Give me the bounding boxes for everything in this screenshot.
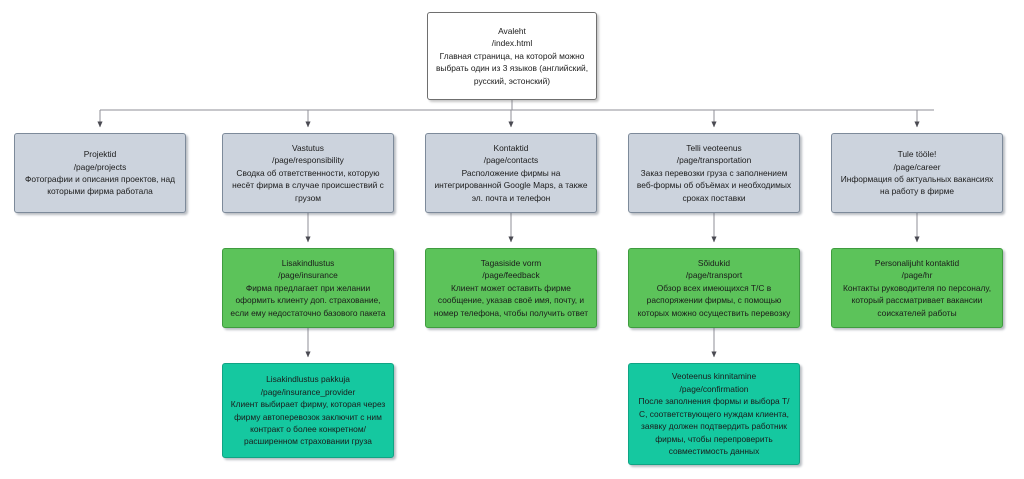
node-description: Фотографии и описания проектов, над кото… xyxy=(24,174,175,197)
node-title: Telli veoteenus xyxy=(686,142,742,153)
node-lisakindlustus[interactable]: Lisakindlustus /page/insurance Фирма пре… xyxy=(222,248,394,328)
node-personalijuht-kontaktid[interactable]: Personalijuht kontaktid /page/hr Контакт… xyxy=(831,248,1003,328)
node-path: /page/projects xyxy=(73,161,127,172)
node-title: Lisakindlustus pakkuja xyxy=(266,374,350,385)
node-title: Personalijuht kontaktid xyxy=(874,257,960,268)
node-description: Главная страница, на которой можно выбра… xyxy=(435,50,589,86)
node-tagasiside-vorm[interactable]: Tagasiside vorm /page/feedback Клиент мо… xyxy=(425,248,597,328)
node-title: Avaleht xyxy=(498,25,526,36)
node-soidukid[interactable]: Sõidukid /page/transport Обзор всех имею… xyxy=(628,248,800,328)
node-path: /page/hr xyxy=(901,270,933,281)
node-description: Клиент может оставить фирме сообщение, у… xyxy=(433,282,589,318)
node-description: Фирма предлагает при желании оформить кл… xyxy=(230,282,386,318)
node-path: /page/insurance xyxy=(278,270,338,281)
node-kontaktid[interactable]: Kontaktid /page/contacts Расположение фи… xyxy=(425,133,597,213)
node-title: Vastutus xyxy=(292,142,324,153)
node-projektid[interactable]: Projektid /page/projects Фотографии и оп… xyxy=(14,133,186,213)
node-description: Обзор всех имеющихся Т/С в распоряжении … xyxy=(637,282,791,318)
node-path: /page/confirmation xyxy=(679,383,749,394)
node-path: /page/contacts xyxy=(483,155,539,166)
node-description: Расположение фирмы на интегрированной Go… xyxy=(434,167,588,203)
node-description: Заказ перевозки груза с заполнением веб-… xyxy=(636,167,792,203)
node-veoteenus-kinnitamine[interactable]: Veoteenus kinnitamine /page/confirmation… xyxy=(628,363,800,465)
node-title: Sõidukid xyxy=(697,257,731,268)
node-path: /page/feedback xyxy=(482,270,540,281)
node-title: Projektid xyxy=(83,149,117,160)
node-path: /page/transport xyxy=(685,270,743,281)
node-title: Tagasiside vorm xyxy=(480,257,542,268)
node-path: /page/career xyxy=(893,161,941,172)
node-description: После заполнения формы и выбора Т/С, соо… xyxy=(638,396,790,457)
node-description: Сводка об ответственности, которую несёт… xyxy=(232,167,384,203)
node-avaleht[interactable]: Avaleht /index.html Главная страница, на… xyxy=(427,12,597,100)
node-lisakindlustus-pakkuja[interactable]: Lisakindlustus pakkuja /page/insurance_p… xyxy=(222,363,394,458)
node-telli-veoteenus[interactable]: Telli veoteenus /page/transportation Зак… xyxy=(628,133,800,213)
node-path: /index.html xyxy=(491,38,533,49)
node-title: Lisakindlustus xyxy=(281,257,335,268)
node-path: /page/transportation xyxy=(676,155,752,166)
node-vastutus[interactable]: Vastutus /page/responsibility Сводка об … xyxy=(222,133,394,213)
node-title: Veoteenus kinnitamine xyxy=(671,371,757,382)
node-title: Tule tööle! xyxy=(897,149,937,160)
node-description: Информация об актуальных вакансиях на ра… xyxy=(840,174,994,197)
node-description: Клиент выбирает фирму, которая через фир… xyxy=(230,399,386,447)
node-path: /page/insurance_provider xyxy=(260,386,356,397)
node-description: Контакты руководителя по персоналу, кото… xyxy=(842,282,992,318)
node-tule-toole[interactable]: Tule tööle! /page/career Информация об а… xyxy=(831,133,1003,213)
node-path: /page/responsibility xyxy=(272,155,344,166)
node-title: Kontaktid xyxy=(493,142,529,153)
